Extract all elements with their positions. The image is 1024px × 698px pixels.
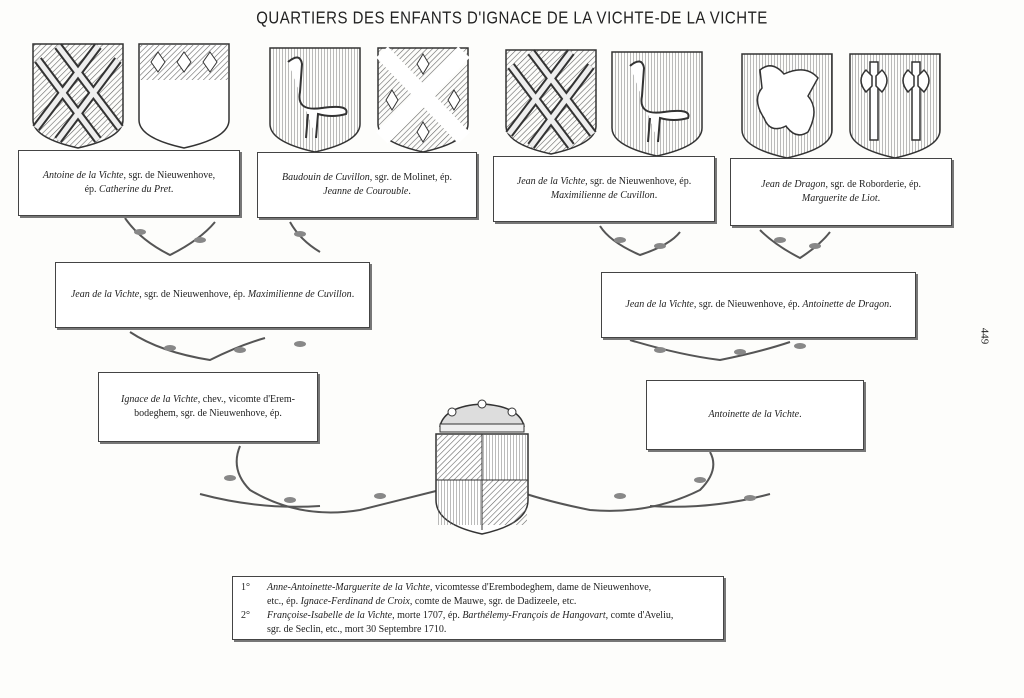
spouse-name: Catherine du Pret	[99, 184, 171, 195]
spouse-name: Marguerite de Liot	[801, 193, 878, 204]
person-details: ép.	[84, 184, 100, 195]
person-name: Baudouin de Cuvillon	[282, 172, 370, 183]
shield-heron-1	[269, 47, 361, 153]
shield-heron-2	[611, 51, 703, 157]
child-details: sgr. de Seclin, etc., mort 30 Septembre …	[267, 624, 447, 635]
person-name: Antoinette de la Vichte	[708, 409, 800, 420]
person-details: , sgr. de Nieuwenhove, ép.	[585, 176, 692, 187]
person-name: Jean de Dragon	[761, 179, 826, 190]
child-entry-2: 2° Françoise-Isabelle de la Vichte, morte…	[241, 609, 715, 623]
person-details: , sgr. de Molinet, ép.	[369, 172, 452, 183]
spouse-name: Maximilienne de Cuvillon	[247, 289, 352, 300]
shield-lozenges	[138, 43, 230, 149]
child-details: etc., ép.	[267, 596, 301, 607]
shield-lattice-2	[505, 49, 597, 155]
person-details: bodeghem, sgr. de Nieuwenhove, ép.	[134, 408, 282, 419]
parent-box-right: Jean de la Vichte, sgr. de Nieuwenhove, …	[601, 272, 916, 338]
shield-lattice-1	[32, 43, 124, 149]
spouse-name: Ignace-Ferdinand de Croix	[300, 596, 410, 607]
child-details: , vicomtesse d'Erembodeghem, dame de Nie…	[430, 582, 652, 593]
father-box-ignace: Ignace de la Vichte, chev., vicomte d'Er…	[98, 372, 318, 442]
shield-dragon	[741, 53, 833, 159]
child-details: , comte de Mauwe, sgr. de Dadizeele, etc…	[409, 596, 577, 607]
shield-axes	[849, 53, 941, 159]
ancestor-box-jean-dragon: Jean de Dragon, sgr. de Roborderie, ép. …	[730, 158, 952, 226]
person-details: , sgr. de Nieuwenhove, ép.	[139, 289, 248, 300]
spouse-name: Jeanne de Courouble	[323, 186, 409, 197]
child-details: , comte d'Aveliu,	[605, 610, 674, 621]
person-details: , sgr. de Nieuwenhove, ép.	[693, 299, 803, 310]
mother-box-antoinette: Antoinette de la Vichte.	[646, 380, 864, 450]
person-details: , chev., vicomte d'Erem-	[197, 394, 295, 405]
person-name: Jean de la Vichte	[516, 176, 586, 187]
person-name: Antoine de la Vichte	[42, 170, 124, 181]
ancestor-box-jean-vichte: Jean de la Vichte, sgr. de Nieuwenhove, …	[493, 156, 715, 222]
child-entry-1-cont: etc., ép. Ignace-Ferdinand de Croix, com…	[267, 595, 715, 609]
person-name: Jean de la Vichte	[70, 289, 140, 300]
child-number: 1°	[241, 582, 250, 593]
parent-box-left: Jean de la Vichte, sgr. de Nieuwenhove, …	[55, 262, 370, 328]
central-coat-of-arms	[435, 399, 529, 535]
leaves	[134, 229, 821, 503]
ancestor-box-baudouin: Baudouin de Cuvillon, sgr. de Molinet, é…	[257, 152, 477, 218]
child-entry-1: 1° Anne-Antoinette-Marguerite de la Vicht…	[241, 581, 715, 595]
page-title: QUARTIERS DES ENFANTS D'IGNACE DE LA VIC…	[256, 8, 768, 29]
child-entry-2-cont: sgr. de Seclin, etc., mort 30 Septembre …	[267, 623, 715, 637]
ancestor-box-antoine: Antoine de la Vichte, sgr. de Nieuwenhov…	[18, 150, 240, 216]
spouse-name: Antoinette de Dragon	[802, 299, 890, 310]
person-details: , sgr. de Roborderie, ép.	[825, 179, 921, 190]
child-number: 2°	[241, 610, 250, 621]
person-name: Ignace de la Vichte	[121, 394, 198, 405]
child-details: , morte 1707, ép.	[392, 610, 463, 621]
person-name: Jean de la Vichte	[625, 299, 694, 310]
child-name: Anne-Antoinette-Marguerite de la Vichte	[267, 582, 430, 593]
person-details: , sgr. de Nieuwenhove,	[123, 170, 216, 181]
child-name: Françoise-Isabelle de la Vichte	[267, 610, 393, 621]
children-list: 1° Anne-Antoinette-Marguerite de la Vicht…	[232, 576, 724, 640]
shield-saltire	[376, 46, 470, 153]
spouse-name: Barthélemy-François de Hangovart	[462, 610, 606, 621]
spouse-name: Maximilienne de Cuvillon	[550, 190, 655, 201]
